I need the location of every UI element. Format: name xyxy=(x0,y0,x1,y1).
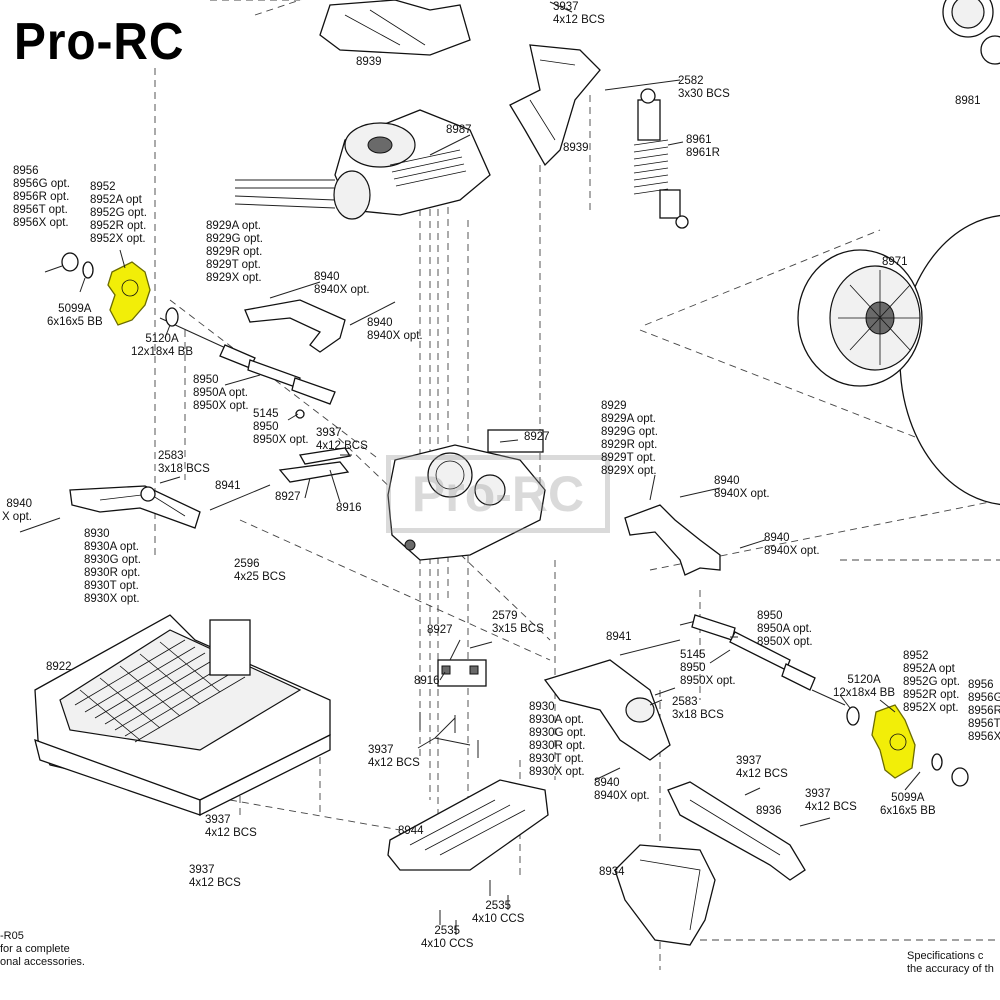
part-label-8940-c: 8940 8940X opt. xyxy=(714,475,770,500)
wheel-tire-8971 xyxy=(797,214,1000,506)
part-label-2583-right: 2583 3x18 BCS xyxy=(672,696,724,721)
part-label-8916-left: 8916 xyxy=(336,502,362,514)
part-label-8941-left: 8941 xyxy=(215,480,241,492)
part-label-8922: 8922 xyxy=(46,661,72,673)
link-plates-8927 xyxy=(209,447,352,511)
part-label-5120a-left: 5120A 12x18x4 BB xyxy=(131,333,194,358)
part-label-2582: 2582 3x30 BCS xyxy=(678,75,730,100)
part-label-8952-left: 8952 8952A opt 8952G opt. 8952R opt. 895… xyxy=(90,181,147,245)
bearings xyxy=(44,252,969,787)
part-label-8939-mid: 8939 xyxy=(563,142,589,154)
part-label-3937-b: 3937 4x12 BCS xyxy=(316,427,368,452)
shock-tower-8939-top xyxy=(319,0,471,56)
upper-arm-top xyxy=(244,281,396,353)
driveshaft-right xyxy=(679,614,846,706)
part-label-8952-right: 8952 8952A opt 8952G opt. 8952R opt. 895… xyxy=(903,650,960,714)
skid-plate-8944 xyxy=(387,779,549,935)
part-label-5120a-right: 5120A 12x18x4 BB xyxy=(833,674,896,699)
part-label-8930-left: 8930 8930A opt. 8930G opt. 8930R opt. 89… xyxy=(84,528,141,605)
part-label-3937-f: 3937 4x12 BCS xyxy=(205,814,257,839)
part-label-8927-bottom: 8927 xyxy=(427,624,453,636)
watermark: Pro-RC xyxy=(386,455,610,533)
part-label-2579: 2579 3x15 BCS xyxy=(492,610,544,635)
chassis-tray-8922 xyxy=(34,614,331,817)
part-label-3937-d: 3937 4x12 BCS xyxy=(736,755,788,780)
part-label-3937-c: 3937 4x12 BCS xyxy=(368,744,420,769)
part-label-8944: 8944 xyxy=(398,825,424,837)
motor-assembly-8987 xyxy=(234,109,491,220)
part-label-2596: 2596 4x25 BCS xyxy=(234,558,286,583)
part-label-8940-left: 8940 X opt. xyxy=(1,498,32,523)
steering-knuckle-right-highlight xyxy=(871,704,916,779)
brand-logo: Pro-RC xyxy=(14,13,185,71)
part-label-2535-b: 2535 4x10 CCS xyxy=(421,925,474,950)
bumper-8936 xyxy=(667,781,831,881)
part-label-8929-top: 8929A opt. 8929G opt. 8929R opt. 8929T o… xyxy=(206,220,263,284)
part-label-8940-e: 8940 8940X opt. xyxy=(594,777,650,802)
part-label-3937-top: 3937 4x12 BCS xyxy=(553,1,605,26)
suspension-arm-right xyxy=(543,639,681,781)
part-label-5145-left: 5145 8950 8950X opt. xyxy=(253,408,309,446)
gear-8981 xyxy=(942,0,1000,65)
part-label-8927-top: 8927 xyxy=(524,431,550,443)
part-label-8950-right: 8950 8950A opt. 8950X opt. xyxy=(757,610,813,648)
screws-3937 xyxy=(417,712,479,758)
center-differential xyxy=(387,429,546,561)
part-label-3937-g: 3937 4x12 BCS xyxy=(189,864,241,889)
part-label-8916-bottom: 8916 xyxy=(414,675,440,687)
shock-tower-8939-mid xyxy=(509,44,601,167)
part-label-8956-right: 8956 8956G 8956R 8956T 8956X xyxy=(968,679,1000,743)
part-label-8939-top: 8939 xyxy=(356,56,382,68)
part-label-8936: 8936 xyxy=(756,805,782,817)
part-label-8961: 8961 8961R xyxy=(686,134,720,159)
part-label-8940-d: 8940 8940X opt. xyxy=(764,532,820,557)
part-label-8930-right: 8930 8930A opt. 8930G opt. 8930R opt. 89… xyxy=(529,701,586,778)
footnote-right: Specifications c the accuracy of th xyxy=(907,950,994,975)
part-label-8981: 8981 xyxy=(955,95,981,107)
part-label-8929-right: 8929 8929A opt. 8929G opt. 8929R opt. 89… xyxy=(601,400,658,477)
part-label-3937-e: 3937 4x12 BCS xyxy=(805,788,857,813)
footnote-left: -R05 for a complete onal accessories. xyxy=(0,930,85,968)
part-label-8956-left: 8956 8956G opt. 8956R opt. 8956T opt. 89… xyxy=(13,165,70,229)
part-label-8941-right: 8941 xyxy=(606,631,632,643)
leader-lines xyxy=(79,1,921,791)
part-label-8971: 8971 xyxy=(882,256,908,268)
part-label-8987: 8987 xyxy=(446,124,472,136)
part-label-8940-b: 8940 8940X opt. xyxy=(367,317,423,342)
bumper-mount-8934 xyxy=(614,844,716,946)
part-label-8934: 8934 xyxy=(599,866,625,878)
upper-arm-right xyxy=(624,487,766,576)
part-label-5145-right: 5145 8950 8950X opt. xyxy=(680,649,736,687)
suspension-arm-left xyxy=(19,476,201,533)
part-label-8940-a: 8940 8940X opt. xyxy=(314,271,370,296)
part-label-8927-left: 8927 xyxy=(275,491,301,503)
part-label-5099a-left: 5099A 6x16x5 BB xyxy=(47,303,103,328)
part-label-8950-left: 8950 8950A opt. 8950X opt. xyxy=(193,374,249,412)
bracket-8916 xyxy=(437,641,493,687)
steering-knuckle-left-highlight xyxy=(107,261,151,326)
shock-absorber-8961 xyxy=(604,79,689,229)
part-label-2535-a: 2535 4x10 CCS xyxy=(472,900,525,925)
driveshaft-left xyxy=(159,317,336,419)
part-label-2583-left: 2583 3x18 BCS xyxy=(158,450,210,475)
part-label-5099a-right: 5099A 6x16x5 BB xyxy=(880,792,936,817)
